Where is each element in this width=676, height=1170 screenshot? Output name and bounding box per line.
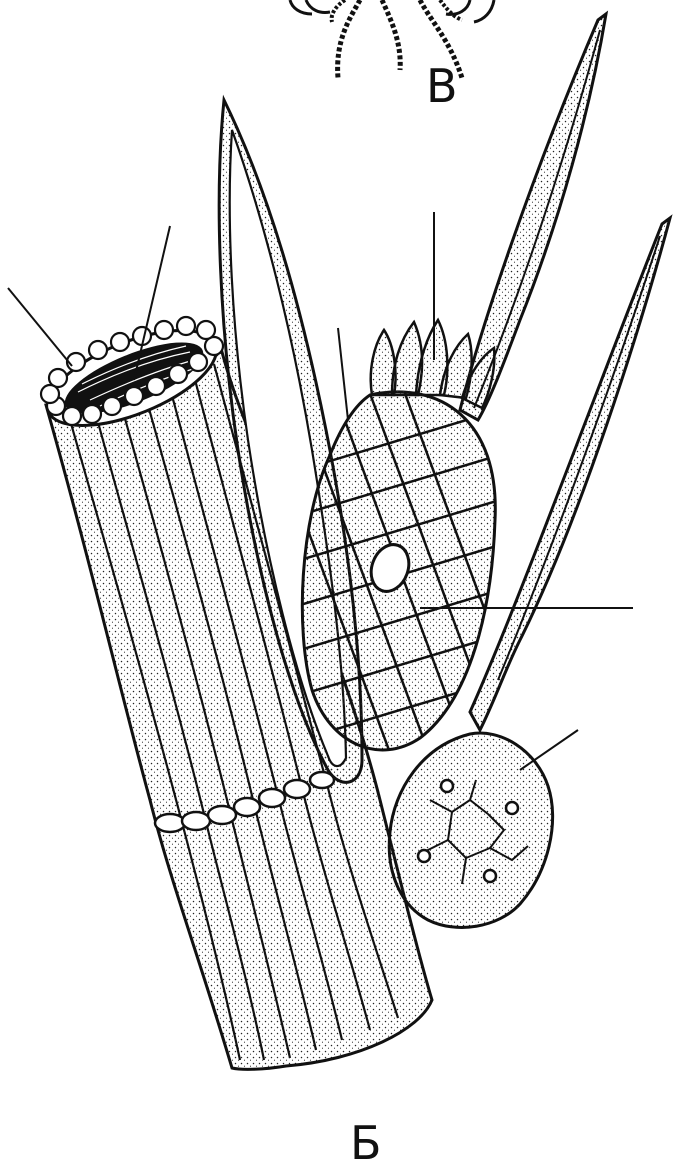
twisted-strand-icon [290,0,494,78]
figure-label-bottom: Б [350,1120,382,1166]
round-spore-icon [389,733,552,927]
figure-label-top: В [426,63,458,109]
